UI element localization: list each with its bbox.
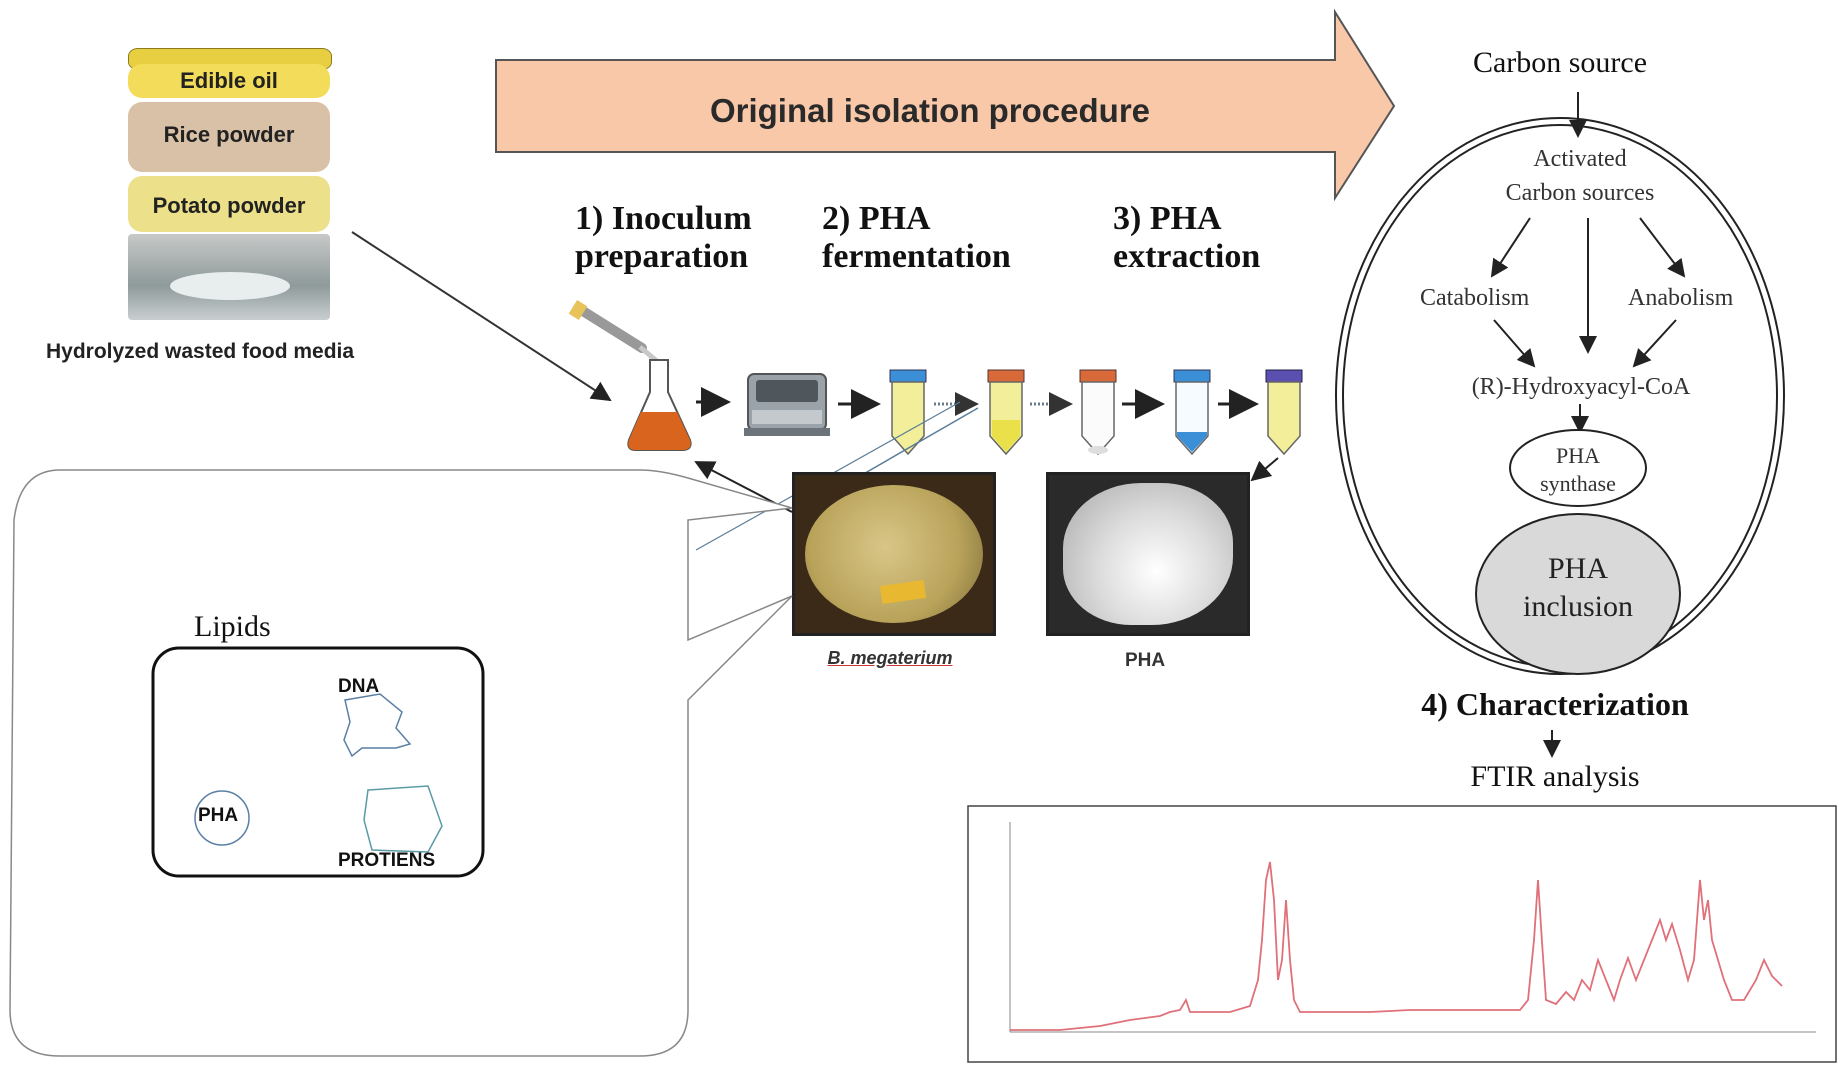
step-extraction: 3) PHA extraction bbox=[1113, 200, 1260, 276]
activated-carbon-label: Activated Carbon sources bbox=[1470, 142, 1690, 210]
activated-carbon-line2: Carbon sources bbox=[1505, 180, 1655, 206]
banner-label: Original isolation procedure bbox=[709, 92, 1151, 129]
tube-icon-4 bbox=[1173, 369, 1211, 456]
callout-line-1 bbox=[859, 407, 979, 477]
pha-image bbox=[1046, 472, 1250, 636]
media-layer-rice: Rice powder bbox=[128, 102, 330, 172]
flask-icon bbox=[627, 359, 692, 451]
media-to-flask-arrow bbox=[351, 231, 612, 402]
synthase-ellipse bbox=[1509, 429, 1647, 507]
activated-carbon-line1: Activated bbox=[1533, 146, 1627, 172]
inclusion-line2: inclusion bbox=[1523, 590, 1633, 623]
synthase-line1: PHA bbox=[1555, 443, 1600, 468]
arrow-tube5-pha bbox=[1250, 457, 1279, 482]
ftir-trace bbox=[1010, 861, 1783, 1031]
catabolism-label: Catabolism bbox=[1420, 285, 1530, 311]
shaker-icon bbox=[744, 373, 830, 436]
step-fermentation-line2: fermentation bbox=[822, 238, 1011, 275]
step-extraction-line2: extraction bbox=[1113, 238, 1261, 275]
proteins-label: PROTIENS bbox=[338, 850, 436, 871]
pha-caption: PHA bbox=[1124, 650, 1166, 671]
banner-arrow-shape bbox=[495, 8, 1396, 202]
anabolism-label: Anabolism bbox=[1628, 285, 1734, 311]
media-layer-potato: Potato powder bbox=[128, 176, 330, 232]
step-characterization: 4) Characterization bbox=[1421, 686, 1689, 722]
protein-shape bbox=[363, 785, 443, 853]
ftir-frame bbox=[967, 805, 1837, 1063]
carbon-source-label: Carbon source bbox=[1472, 46, 1648, 79]
step-fermentation-line1: 2) PHA bbox=[822, 200, 931, 237]
dna-label: DNA bbox=[338, 676, 380, 697]
bacteria-plate-image bbox=[792, 472, 996, 636]
media-layer-oil: Edible oil bbox=[128, 64, 330, 98]
tube-icon-3 bbox=[1079, 369, 1117, 456]
dna-shape bbox=[343, 693, 412, 758]
cell-box bbox=[151, 646, 485, 878]
media-jar-liquid bbox=[170, 272, 290, 300]
plate-caption: B. megaterium bbox=[827, 648, 953, 668]
tube-icon-2 bbox=[987, 369, 1025, 456]
lipids-label: Lipids bbox=[194, 610, 271, 643]
pha-granule bbox=[194, 790, 250, 846]
step-extraction-line1: 3) PHA bbox=[1113, 200, 1222, 237]
cell-outer-membrane bbox=[1335, 117, 1785, 675]
step-inoculum-line1: 1) Inoculum bbox=[575, 200, 752, 237]
step-inoculum: 1) Inoculum preparation bbox=[575, 200, 752, 276]
hydroxyacyl-coa-label: (R)-Hydroxyacyl-CoA bbox=[1471, 374, 1691, 400]
ftir-label: FTIR analysis bbox=[1470, 760, 1640, 793]
step-inoculum-line2: preparation bbox=[575, 238, 749, 275]
synthase-line2: synthase bbox=[1540, 471, 1616, 496]
step-fermentation: 2) PHA fermentation bbox=[822, 200, 1011, 276]
media-caption: Hydrolyzed wasted food media bbox=[46, 340, 355, 363]
tube-icon-5 bbox=[1265, 369, 1303, 456]
pha-label: PHA bbox=[198, 805, 239, 826]
inclusion-line1: PHA bbox=[1547, 552, 1608, 585]
inclusion-label: PHA inclusion bbox=[1480, 550, 1676, 626]
inclusion-ellipse bbox=[1475, 513, 1681, 675]
synthase-label: PHA synthase bbox=[1510, 442, 1646, 498]
